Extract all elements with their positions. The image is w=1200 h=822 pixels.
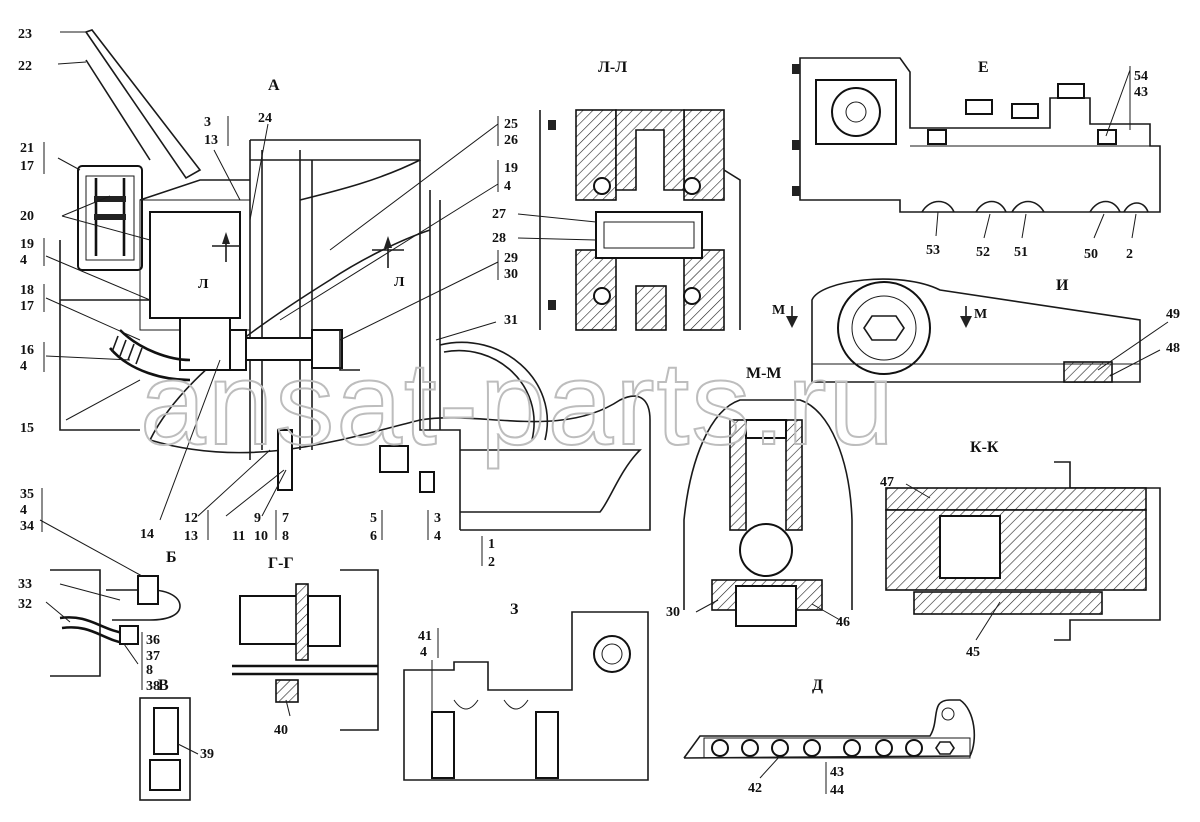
callout: 41 [418, 629, 432, 644]
section-g-g [232, 569, 379, 731]
callout: 24 [258, 111, 272, 126]
callout: 32 [18, 597, 32, 612]
callout: 17 [20, 299, 34, 314]
section-mark-m-right: М [974, 307, 987, 322]
callout: 14 [140, 527, 154, 542]
view-title-k-k: К-К [970, 439, 999, 456]
callout: 54 [1134, 69, 1148, 84]
view-title-a: А [268, 77, 280, 94]
callout: 10 [254, 529, 268, 544]
callout: 25 [504, 117, 518, 132]
callout: 4 [20, 359, 27, 374]
callout: 2 [488, 555, 495, 570]
callout: 46 [836, 615, 850, 630]
callout: 17 [20, 159, 34, 174]
callout: 22 [18, 59, 32, 74]
callout: 51 [1014, 245, 1028, 260]
callout: 53 [926, 243, 940, 258]
callout: 47 [880, 475, 894, 490]
view-i [786, 278, 1169, 383]
view-d [683, 699, 976, 779]
callout: 5 [370, 511, 377, 526]
callout: 33 [18, 577, 32, 592]
callout: 6 [370, 529, 377, 544]
callout: 11 [232, 529, 245, 544]
callout: 29 [504, 251, 518, 266]
section-l-l [517, 109, 741, 331]
view-z [403, 611, 649, 781]
callout: 30 [504, 267, 518, 282]
callout: 49 [1166, 307, 1180, 322]
callout: 3 [204, 115, 211, 130]
view-title-d: Д [812, 677, 823, 694]
callout: 15 [20, 421, 34, 436]
callout: 30 [666, 605, 680, 620]
view-title-i: И [1056, 277, 1069, 294]
callout: 4 [420, 645, 427, 660]
section-k-k [885, 461, 1161, 641]
callout: 43 [830, 765, 844, 780]
callout: 9 [254, 511, 261, 526]
callout: 13 [184, 529, 198, 544]
section-markers: Л Л М М [198, 275, 987, 322]
callout: 19 [504, 161, 518, 176]
callout: 50 [1084, 247, 1098, 262]
callout-numbers: 23 22 21 17 20 19 4 18 17 16 4 15 14 3 1… [18, 27, 1180, 798]
section-mark-l-left: Л [198, 277, 209, 292]
view-title-b: Б [166, 549, 177, 566]
view-title-z: З [510, 601, 519, 618]
callout: 28 [492, 231, 506, 246]
section-m-m [683, 399, 853, 627]
callout: 20 [20, 209, 34, 224]
callout: 13 [204, 133, 218, 148]
view-title-v: В [158, 677, 169, 694]
callout: 1 [488, 537, 495, 552]
callout: 2 [1126, 247, 1133, 262]
callout: 4 [20, 253, 27, 268]
view-a-assembly [45, 29, 651, 531]
callout: 4 [20, 503, 27, 518]
callout: 4 [434, 529, 441, 544]
callout: 42 [748, 781, 762, 796]
callout: 36 [146, 633, 160, 648]
view-title-e: Е [978, 59, 989, 76]
callout: 21 [20, 141, 34, 156]
callout: 48 [1166, 341, 1180, 356]
view-title-g-g: Г-Г [268, 555, 294, 572]
callout: 19 [20, 237, 34, 252]
section-mark-l-right: Л [394, 275, 405, 290]
callout: 44 [830, 783, 844, 798]
callout: 23 [18, 27, 32, 42]
callout: 43 [1134, 85, 1148, 100]
view-title-l-l: Л-Л [598, 59, 627, 76]
callout: 39 [200, 747, 214, 762]
callout: 12 [184, 511, 198, 526]
view-b [39, 519, 181, 677]
callout: 3 [434, 511, 441, 526]
callout: 52 [976, 245, 990, 260]
callout: 37 [146, 649, 160, 664]
callout: 8 [282, 529, 289, 544]
callout: 35 [20, 487, 34, 502]
callout: 34 [20, 519, 34, 534]
callout: 27 [492, 207, 506, 222]
callout-separators [41, 66, 1131, 794]
callout: 18 [20, 283, 34, 298]
view-title-m-m: М-М [746, 365, 782, 382]
watermark-text: ansat-parts.ru [140, 338, 896, 470]
callout: 16 [20, 343, 34, 358]
callout: 40 [274, 723, 288, 738]
callout: 4 [504, 179, 511, 194]
callout: 38 [146, 679, 160, 694]
view-e [792, 57, 1161, 239]
view-titles: А Л-Л Е И М-М К-К Б В Г-Г З Д [158, 59, 1069, 694]
callout: 26 [504, 133, 518, 148]
callout: 45 [966, 645, 980, 660]
section-mark-m-left: М [772, 303, 785, 318]
callout: 8 [146, 663, 153, 678]
view-v [139, 697, 199, 801]
callout: 31 [504, 313, 518, 328]
callout: 7 [282, 511, 289, 526]
